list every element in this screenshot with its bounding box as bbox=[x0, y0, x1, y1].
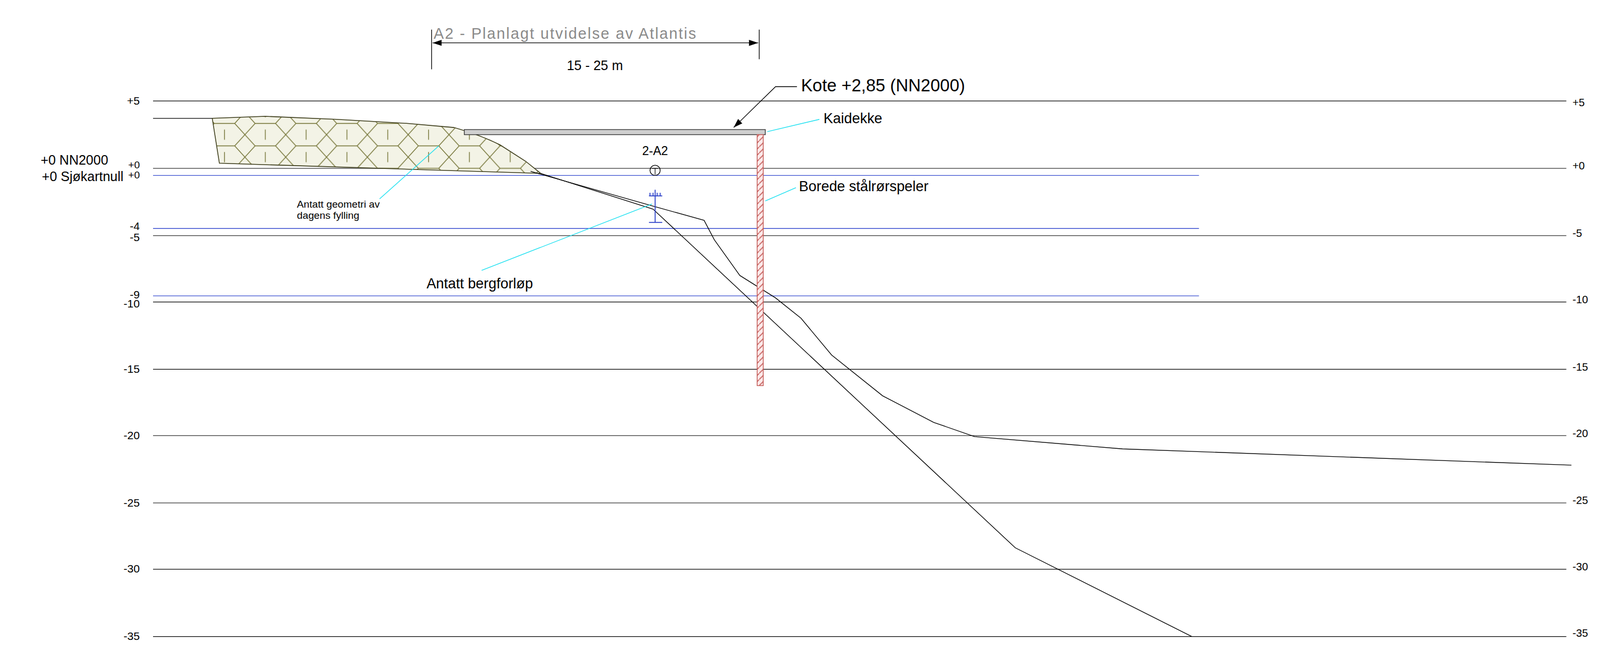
elevation-number: -5 bbox=[129, 231, 140, 244]
elevation-number: -4 bbox=[129, 220, 140, 233]
probe-symbol bbox=[648, 189, 663, 223]
elevation-number: -25 bbox=[1572, 495, 1588, 507]
elevation-lines bbox=[153, 100, 1567, 637]
datum-label: +0 NN2000 bbox=[40, 153, 108, 167]
elevation-number: -5 bbox=[1572, 227, 1582, 240]
elevation-number: +0 bbox=[128, 170, 140, 181]
borehole-label: 2-A2 bbox=[642, 144, 669, 158]
terrain-line bbox=[153, 117, 215, 119]
elevation-number: -20 bbox=[123, 429, 141, 442]
datum-label: +0 Sjøkartnull bbox=[41, 169, 124, 184]
elevation-number: -30 bbox=[1572, 561, 1588, 573]
dimension-title: A2 - Planlagt utvidelse av Atlantis bbox=[433, 25, 698, 42]
elevation-number: -10 bbox=[123, 298, 141, 310]
borehole-symbol bbox=[649, 165, 660, 176]
elevation-number: -25 bbox=[123, 497, 141, 510]
existing-fill bbox=[212, 116, 541, 174]
level-label: Kote +2,85 (NN2000) bbox=[800, 76, 965, 95]
note-label: Antatt geometri av dagens fylling bbox=[297, 199, 387, 221]
note-label: Antatt bergforløp bbox=[426, 276, 533, 292]
elevation-number: -10 bbox=[1572, 294, 1588, 306]
elevation-number: -20 bbox=[1572, 428, 1588, 440]
part-label: Kaidekke bbox=[823, 111, 883, 126]
elevation-number: -15 bbox=[1572, 361, 1588, 374]
water-level-lines bbox=[153, 175, 1199, 296]
steel-pile bbox=[757, 134, 764, 387]
leader-line bbox=[379, 119, 820, 271]
elevation-number: +5 bbox=[1572, 97, 1585, 109]
elevation-number: +5 bbox=[127, 95, 140, 107]
elevation-number: +0 bbox=[128, 159, 140, 171]
dimension-value: 15 - 25 m bbox=[566, 58, 624, 73]
part-label: Borede stålrørspeler bbox=[799, 179, 929, 194]
level-leader bbox=[733, 86, 798, 128]
elevation-number: -30 bbox=[123, 563, 141, 575]
elevation-number: -35 bbox=[123, 630, 141, 643]
elevation-number: -35 bbox=[1572, 628, 1588, 640]
quay-deck bbox=[464, 129, 766, 135]
elevation-number: -15 bbox=[123, 363, 141, 376]
rock-line bbox=[540, 173, 1192, 638]
rock-line bbox=[530, 171, 1572, 466]
elevation-number: +0 bbox=[1572, 160, 1585, 172]
